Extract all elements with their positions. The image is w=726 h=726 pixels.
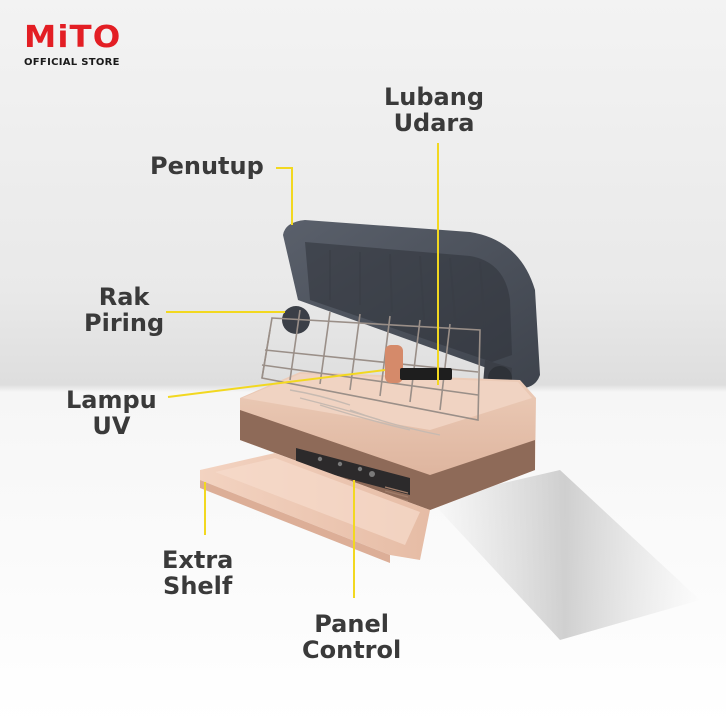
drawer-front	[200, 480, 390, 563]
rack-base-wires	[289, 389, 441, 436]
brand-logo: MiTO OFFICIAL STORE	[24, 22, 124, 69]
dish-rack	[261, 309, 481, 421]
lid-ribs	[329, 250, 487, 341]
brand-subtitle: OFFICIAL STORE	[24, 57, 120, 68]
panel-buttons	[317, 456, 375, 477]
callout-lines	[166, 143, 439, 598]
label-rak-piring: Rak Piring	[84, 283, 165, 337]
callout-line-penutup	[276, 167, 293, 225]
label-penutup: Penutup	[150, 152, 264, 180]
floor-shadow	[430, 470, 700, 640]
label-extra-shelf: Extra Shelf	[162, 546, 234, 600]
drawer-tray	[215, 458, 420, 545]
label-lampu-uv: Lampu UV	[66, 386, 157, 440]
callout-line-lampu-uv	[167, 369, 386, 398]
base-trim	[240, 410, 535, 510]
label-panel-control: Panel Control	[302, 610, 402, 664]
air-vent	[400, 368, 452, 380]
lid-inner	[305, 242, 512, 362]
label-lubang-udara: Lubang Udara	[384, 83, 485, 137]
brand-wordmark: MiTO	[24, 20, 122, 55]
uv-lamp	[385, 345, 403, 383]
control-panel	[296, 448, 410, 495]
